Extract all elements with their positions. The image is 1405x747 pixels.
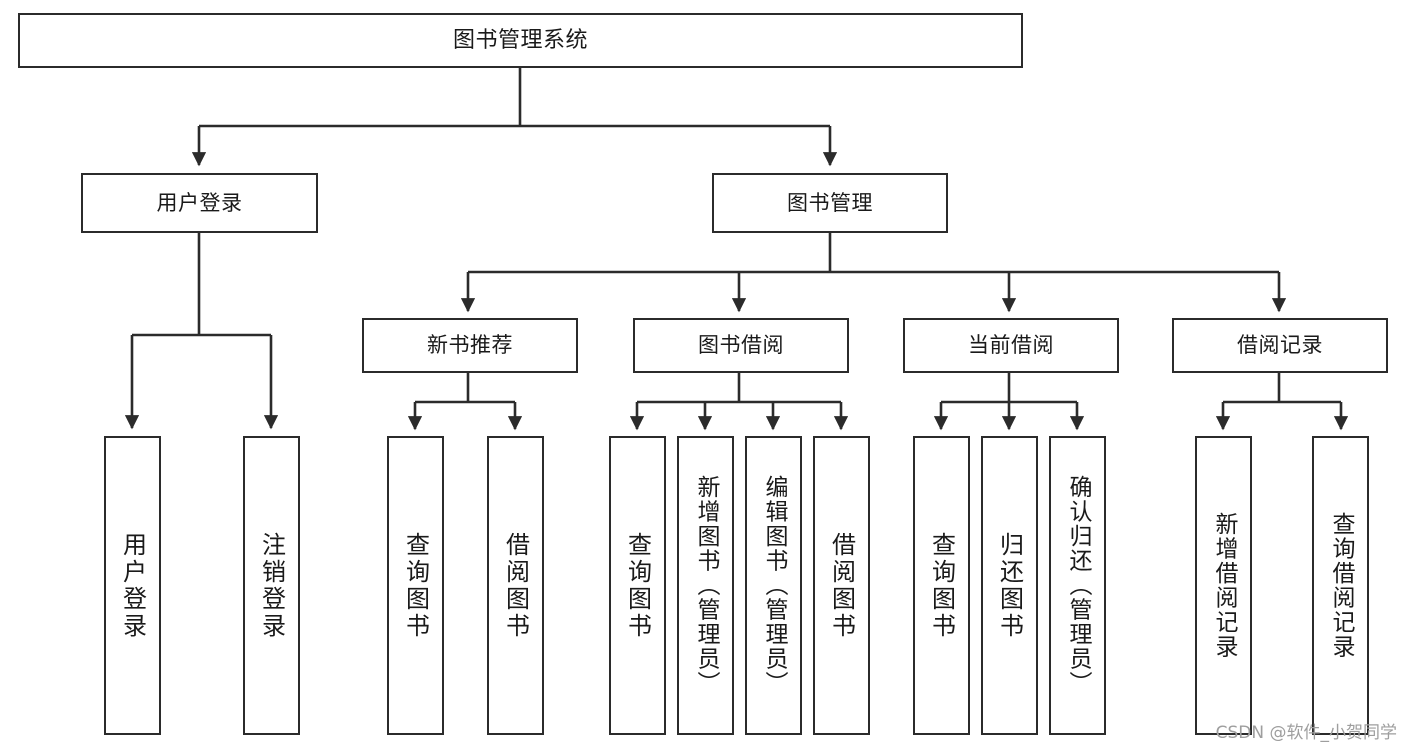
leaf-edit-book-admin[interactable]: 编辑图书（管理员） bbox=[745, 436, 802, 735]
leaf-query-borrow-record[interactable]: 查询借阅记录 bbox=[1312, 436, 1369, 735]
leaf-add-borrow-record[interactable]: 新增借阅记录 bbox=[1195, 436, 1252, 735]
leaf-return-book[interactable]: 归还图书 bbox=[981, 436, 1038, 735]
node-book-management[interactable]: 图书管理 bbox=[712, 173, 948, 233]
node-label: 查询借阅记录 bbox=[1328, 512, 1354, 659]
leaf-logout-login[interactable]: 注销登录 bbox=[243, 436, 300, 735]
node-label: 图书管理 bbox=[787, 190, 873, 215]
node-label: 注销登录 bbox=[257, 531, 286, 640]
leaf-user-login[interactable]: 用户登录 bbox=[104, 436, 161, 735]
leaf-query-book-borrow[interactable]: 查询图书 bbox=[609, 436, 666, 735]
node-label: 当前借阅 bbox=[968, 333, 1054, 358]
node-current-borrow[interactable]: 当前借阅 bbox=[903, 318, 1119, 373]
node-label: 确认归还（管理员） bbox=[1065, 475, 1091, 696]
node-book-management-system[interactable]: 图书管理系统 bbox=[18, 13, 1023, 68]
leaf-query-book-current[interactable]: 查询图书 bbox=[913, 436, 970, 735]
leaf-borrow-book-recommend[interactable]: 借阅图书 bbox=[487, 436, 544, 735]
node-label: 新书推荐 bbox=[427, 333, 513, 358]
node-label: 查询图书 bbox=[927, 531, 956, 640]
leaf-borrow-book-borrow[interactable]: 借阅图书 bbox=[813, 436, 870, 735]
node-label: 借阅图书 bbox=[501, 531, 530, 640]
node-label: 新增借阅记录 bbox=[1211, 512, 1237, 659]
node-book-borrow[interactable]: 图书借阅 bbox=[633, 318, 849, 373]
node-user-login[interactable]: 用户登录 bbox=[81, 173, 318, 233]
node-label: 用户登录 bbox=[156, 190, 243, 215]
node-label: 新增图书（管理员） bbox=[693, 475, 719, 696]
node-label: 借阅图书 bbox=[827, 531, 856, 640]
leaf-confirm-return-admin[interactable]: 确认归还（管理员） bbox=[1049, 436, 1106, 735]
node-label: 查询图书 bbox=[401, 531, 430, 640]
watermark-text: CSDN @软件_小贺同学 bbox=[1215, 723, 1397, 743]
node-label: 查询图书 bbox=[623, 531, 652, 640]
node-label: 编辑图书（管理员） bbox=[761, 475, 787, 696]
leaf-add-book-admin[interactable]: 新增图书（管理员） bbox=[677, 436, 734, 735]
node-label: 归还图书 bbox=[995, 531, 1024, 640]
node-new-book-recommend[interactable]: 新书推荐 bbox=[362, 318, 578, 373]
node-label: 用户登录 bbox=[118, 531, 147, 640]
node-label: 图书管理系统 bbox=[452, 27, 588, 53]
leaf-query-book-recommend[interactable]: 查询图书 bbox=[387, 436, 444, 735]
node-label: 借阅记录 bbox=[1237, 333, 1323, 358]
node-label: 图书借阅 bbox=[698, 333, 784, 358]
node-borrow-record[interactable]: 借阅记录 bbox=[1172, 318, 1388, 373]
